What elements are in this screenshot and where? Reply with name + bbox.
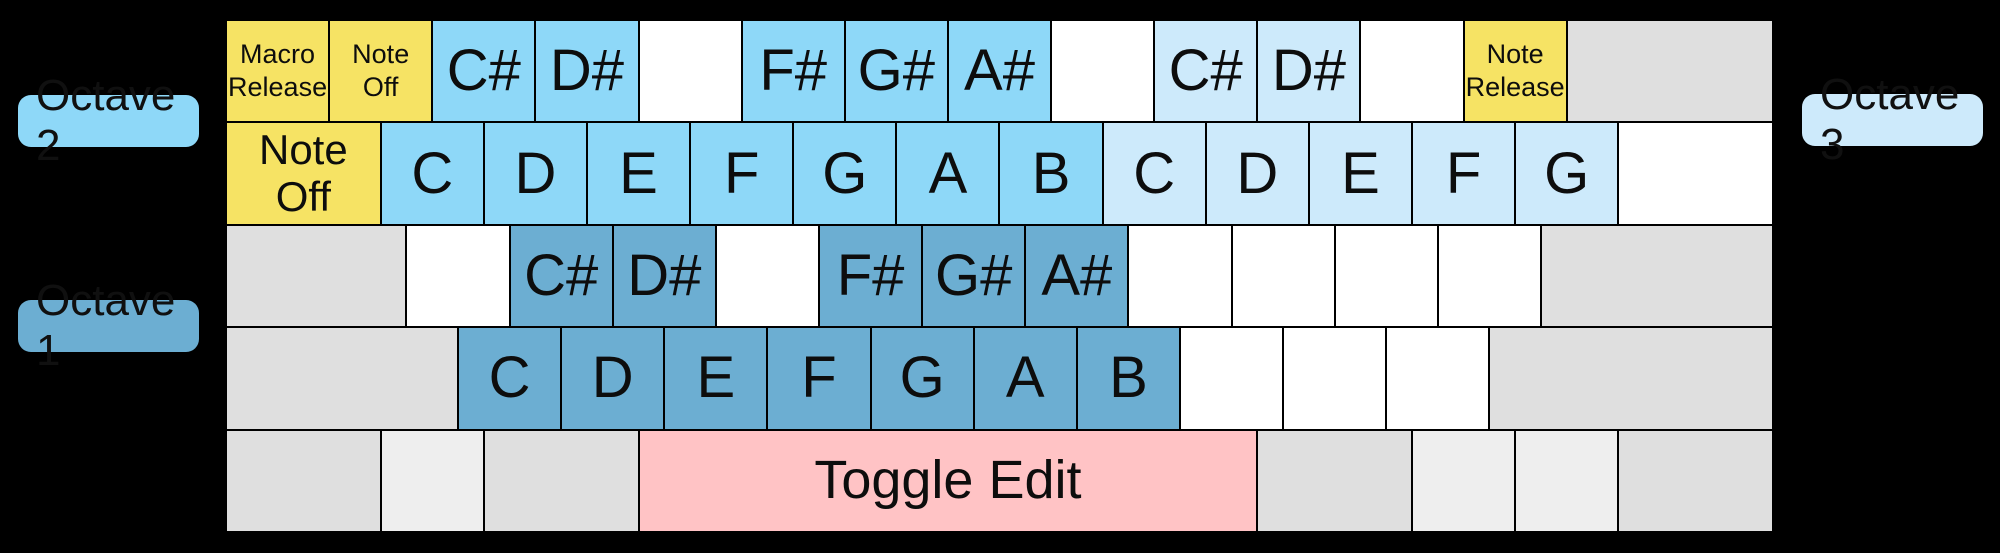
key-blank[interactable] [1619,123,1772,224]
key-c-oct2[interactable]: C [381,123,483,224]
key-csharp-oct2[interactable]: C# [433,21,535,122]
key-note-release[interactable]: Note Release [1464,21,1566,122]
key-inactive[interactable] [1567,21,1772,122]
key-blank[interactable] [716,225,819,327]
key-inactive-light[interactable] [1413,430,1515,531]
key-d-oct1[interactable]: D [562,328,664,429]
octave-2-label: Octave 2 [18,71,199,170]
key-e-oct3[interactable]: E [1309,123,1412,224]
key-blank[interactable] [1284,328,1386,429]
key-blank[interactable] [1052,21,1154,122]
key-g-oct1[interactable]: G [871,328,973,429]
key-f-oct3[interactable]: F [1413,123,1515,224]
key-note-off-top[interactable]: Note Off [330,21,432,122]
key-asharp-oct1[interactable]: A# [1026,225,1128,327]
key-blank[interactable] [1361,21,1463,122]
key-g-oct3[interactable]: G [1516,123,1618,224]
key-d-oct2[interactable]: D [484,123,586,224]
key-inactive[interactable] [1619,430,1772,531]
key-a-oct2[interactable]: A [897,123,999,224]
key-inactive-light[interactable] [1516,430,1618,531]
key-a-oct1[interactable]: A [974,328,1076,429]
key-blank[interactable] [1387,328,1489,429]
key-b-oct2[interactable]: B [1000,123,1102,224]
key-inactive[interactable] [1541,225,1772,327]
key-inactive[interactable] [1258,430,1412,531]
key-blank[interactable] [407,225,509,327]
octave-1-label: Octave 1 [18,276,199,375]
key-fsharp-oct2[interactable]: F# [742,21,844,122]
key-macro-release[interactable]: Macro Release [227,21,329,122]
key-blank[interactable] [1335,225,1437,327]
key-fsharp-oct1[interactable]: F# [820,225,922,327]
key-csharp-oct1[interactable]: C# [510,225,612,327]
key-c-oct1[interactable]: C [459,328,561,429]
key-e-oct2[interactable]: E [587,123,690,224]
key-dsharp-oct1[interactable]: D# [613,225,715,327]
key-blank[interactable] [1438,225,1540,327]
key-dsharp-oct2[interactable]: D# [536,21,638,122]
key-inactive-light[interactable] [381,430,483,531]
key-inactive[interactable] [227,430,380,531]
octave-3-label: Octave 3 [1802,70,1983,169]
key-f-oct2[interactable]: F [691,123,793,224]
key-blank[interactable] [639,21,741,122]
key-inactive[interactable] [227,225,406,327]
key-note-off-tab[interactable]: Note Off [227,123,380,224]
key-asharp-oct2[interactable]: A# [948,21,1051,122]
key-d-oct3[interactable]: D [1206,123,1308,224]
key-blank[interactable] [1180,328,1283,429]
key-g-oct2[interactable]: G [794,123,896,224]
key-inactive[interactable] [227,328,458,429]
key-e-oct1[interactable]: E [665,328,767,429]
key-inactive[interactable] [1490,328,1772,429]
key-c-oct3[interactable]: C [1103,123,1205,224]
key-b-oct1[interactable]: B [1077,328,1179,429]
key-gsharp-oct1[interactable]: G# [923,225,1025,327]
key-toggle-edit[interactable]: Toggle Edit [639,430,1257,531]
key-gsharp-oct2[interactable]: G# [845,21,947,122]
key-blank[interactable] [1232,225,1334,327]
key-blank[interactable] [1129,225,1231,327]
key-inactive[interactable] [484,430,638,531]
key-f-oct1[interactable]: F [768,328,870,429]
key-csharp-oct3[interactable]: C# [1155,21,1257,122]
key-dsharp-oct3[interactable]: D# [1258,21,1360,122]
